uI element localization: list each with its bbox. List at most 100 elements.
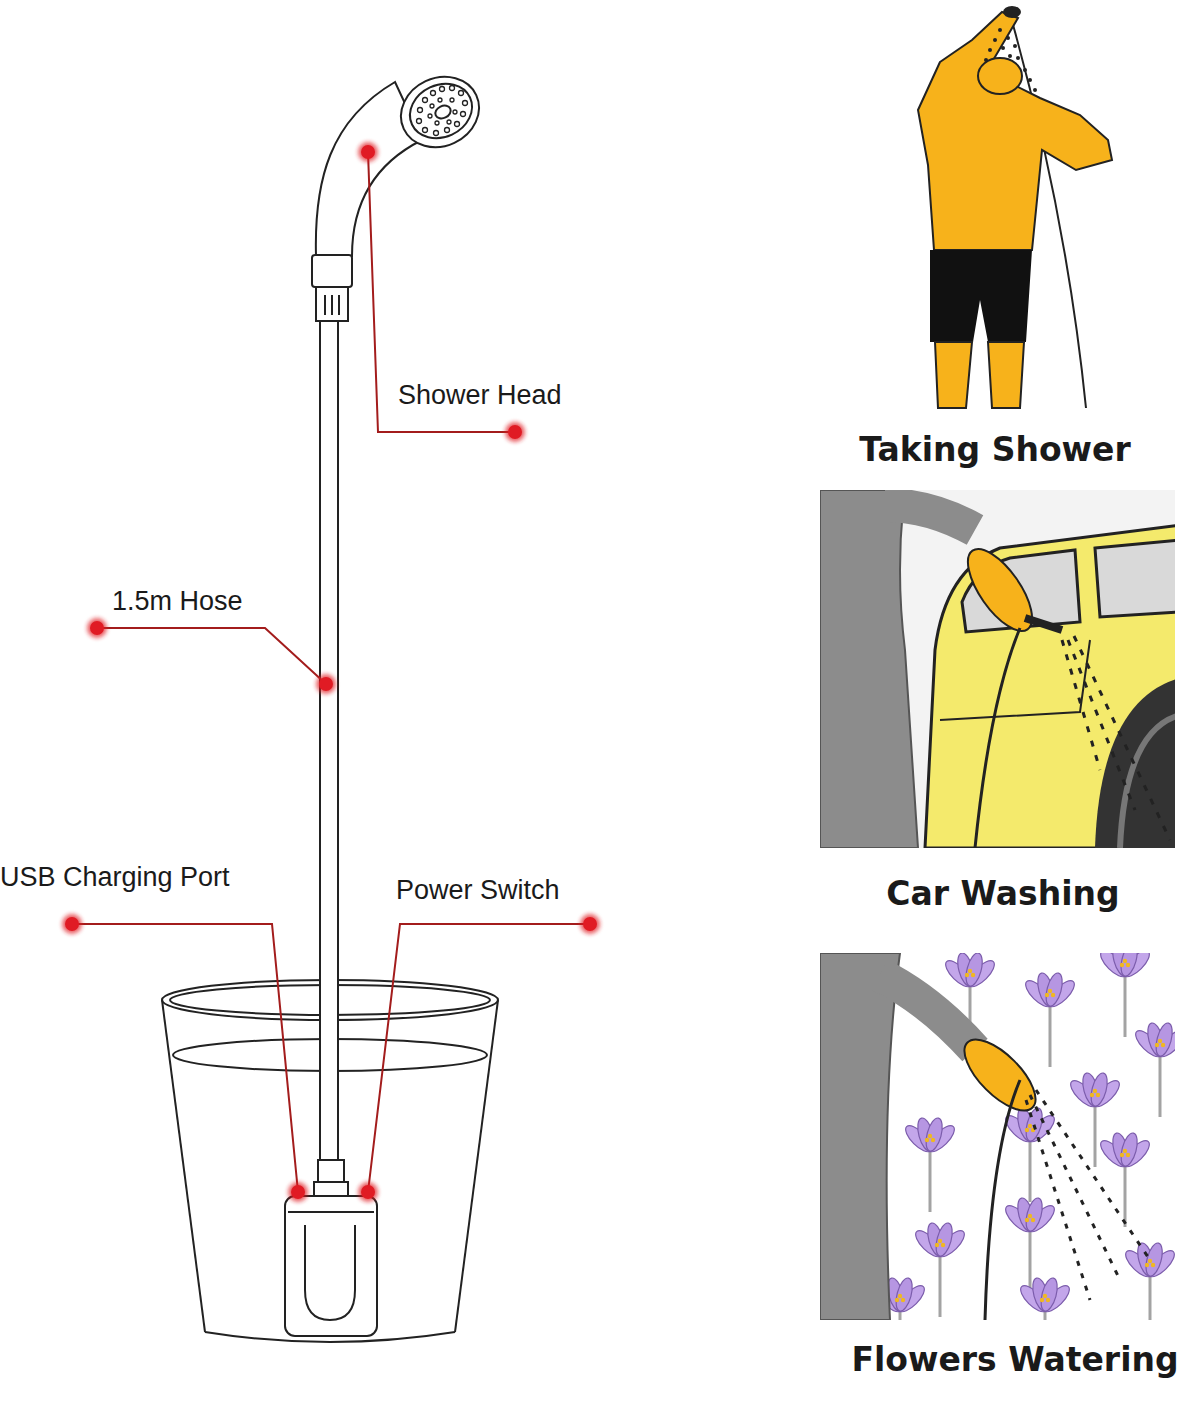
leader-line: [72, 152, 590, 1192]
car-wash-illustration: [820, 490, 918, 848]
shower-head: [431, 91, 436, 96]
leader-line: [368, 924, 590, 1192]
shower-head: [453, 110, 457, 114]
shower-head: [312, 255, 352, 287]
flower-watering-illustration: [985, 1080, 1020, 1320]
flower-watering-illustration: [1132, 1021, 1175, 1117]
shower-head: [461, 112, 466, 117]
shower-illustration: [1016, 56, 1020, 60]
shower-illustration: [984, 58, 988, 62]
car-wash-illustration: [1068, 640, 1135, 810]
flower-watering-illustration: [1122, 1241, 1175, 1320]
shower-illustration: [1028, 78, 1032, 82]
flower-watering-illustration: [1097, 1131, 1154, 1227]
flower-watering-illustration: [1002, 1106, 1059, 1202]
shower-illustration: [988, 342, 1024, 408]
callout-dot: [87, 618, 107, 638]
shower-head: [445, 128, 450, 133]
shower-head: [324, 295, 326, 315]
shower-illustration: [918, 12, 1112, 250]
flower-watering-illustration: [820, 953, 1175, 1320]
flower-watering-illustration: [912, 1221, 969, 1317]
callout-dot: [319, 677, 333, 691]
callout-dot: [505, 422, 525, 442]
flower-watering-illustration: [1026, 1090, 1150, 1300]
shower-head: [455, 122, 460, 127]
flower-watering-illustration: [953, 1028, 1046, 1121]
leader-line: [97, 628, 326, 684]
shower-head: [459, 91, 464, 96]
callout-dot: [291, 1185, 305, 1199]
shower-head: [450, 98, 454, 102]
shower-hose: [320, 320, 338, 1162]
shower-illustration: [1006, 36, 1010, 40]
shower-head: [312, 64, 491, 321]
car-wash-illustration: [956, 539, 1044, 641]
callout-dot: [580, 914, 600, 934]
callout-dot: [316, 674, 336, 694]
car-wash-illustration: [940, 640, 1090, 720]
water-pump: [288, 1211, 374, 1213]
callout-dot: [62, 142, 600, 1202]
flower-watering-illustration: [1002, 1196, 1059, 1292]
shower-head: [428, 114, 432, 118]
car-wash-illustration: [975, 628, 1020, 848]
shower-head: [423, 128, 428, 133]
flower-watering-illustration: [820, 953, 1175, 1320]
shower-head: [433, 103, 453, 121]
callout-dot: [508, 425, 522, 439]
water-bucket: [162, 1000, 205, 1332]
shower-illustration: [1008, 54, 1012, 58]
shower-head: [435, 121, 439, 125]
shower-hose: [320, 320, 338, 1162]
shower-illustration: [993, 38, 997, 42]
water-pump: [285, 1196, 377, 1336]
shower-illustration: [935, 342, 972, 408]
flower-watering-illustration: [902, 1116, 959, 1212]
water-pump: [314, 1182, 348, 1196]
shower-head: [417, 86, 468, 136]
water-bucket: [455, 1000, 498, 1332]
callout-label: Power Switch: [396, 875, 560, 906]
flower-watering-illustration: [1022, 971, 1079, 1067]
shower-head: [450, 86, 455, 91]
shower-illustration: [1003, 6, 1021, 18]
flower-watering-illustration: [880, 975, 975, 1050]
shower-head: [401, 74, 481, 148]
car-wash-illustration: [885, 505, 975, 530]
callout-dot: [358, 1182, 378, 1202]
shower-head: [423, 98, 428, 103]
shower-head: [338, 295, 340, 315]
shower-head: [316, 287, 348, 321]
water-pump: [285, 1160, 377, 1336]
callout-dot: [361, 145, 375, 159]
car-wash-illustration: [820, 490, 1175, 848]
callout-dot: [358, 142, 378, 162]
callout-dot: [288, 1182, 308, 1202]
shower-illustration: [1001, 46, 1005, 50]
panel-caption: Car Washing: [793, 874, 1200, 913]
shower-illustration: [930, 250, 1032, 342]
shower-head: [434, 131, 439, 136]
shower-illustration: [984, 28, 1037, 92]
car-wash-illustration: [1062, 636, 1170, 840]
shower-illustration: [978, 58, 1022, 94]
flower-watering-illustration: [1026, 1100, 1090, 1300]
shower-head: [430, 104, 434, 108]
car-wash-illustration: [1062, 640, 1100, 770]
shower-head: [463, 101, 468, 106]
shower-illustration: [988, 48, 992, 52]
shower-head: [417, 119, 422, 124]
shower-head: [331, 295, 333, 315]
water-pump: [305, 1225, 355, 1320]
flower-watering-illustration: [1097, 953, 1154, 1037]
callout-dot: [583, 917, 597, 931]
shower-head: [418, 108, 423, 113]
car-wash-illustration: [1074, 636, 1170, 840]
callout-dot: [62, 914, 82, 934]
shower-illustration: [1013, 44, 1017, 48]
shower-head: [438, 98, 442, 102]
shower-illustration: [998, 28, 1002, 32]
